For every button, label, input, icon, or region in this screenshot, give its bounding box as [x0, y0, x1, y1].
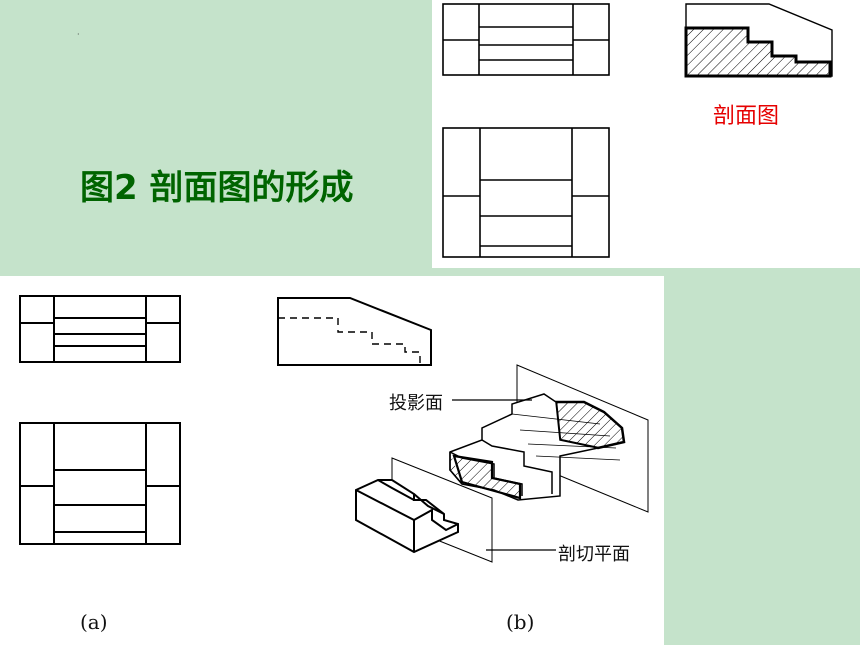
decorative-dot: · [77, 30, 80, 39]
section-view-drawing [684, 3, 833, 78]
caption-a: (a) [80, 610, 108, 634]
section-view-label: 剖面图 [713, 104, 780, 129]
view-a-front [19, 422, 181, 545]
front-view-upper-right [442, 127, 610, 258]
view-a-top [19, 295, 181, 363]
projection-plane-label: 投影面 [389, 393, 443, 414]
top-view-upper-right [442, 3, 610, 76]
cutting-plane-label: 剖切平面 [558, 544, 630, 565]
slide-title: 图2 剖面图的形成 [80, 168, 354, 208]
sectioned-part [449, 393, 626, 501]
caption-b: (b) [506, 610, 535, 634]
view-b-side [277, 297, 432, 366]
removed-part [355, 479, 459, 554]
